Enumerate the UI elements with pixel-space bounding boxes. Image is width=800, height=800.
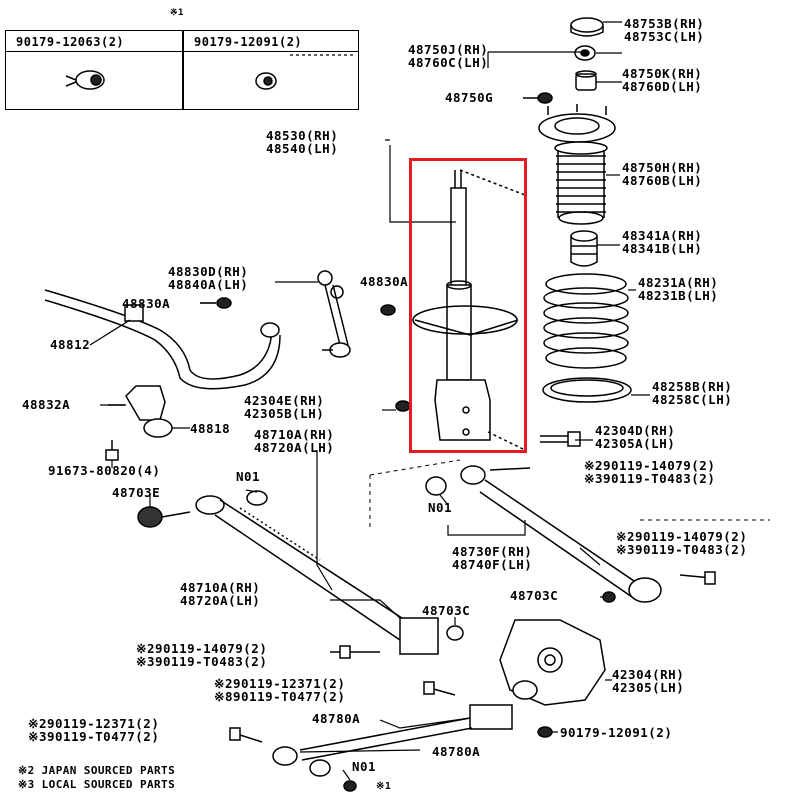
parts-table: 90179-12063(2) 90179-12091(2) [5,30,359,110]
strut-mount [538,104,616,143]
shock-absorber [412,169,526,451]
table-col2: 90179-12091(2) [194,35,303,49]
spring-insulator [542,377,632,403]
lower-arm-48730f [425,465,662,603]
part-label-90119-12371-b[interactable]: ※290119-12371(2)※390119-T0477(2) [28,716,160,744]
part-label-48703c-left[interactable]: 48703C [510,588,559,603]
bolt-42304e [395,400,411,412]
part-label-n01-a[interactable]: N01 [236,469,261,484]
part-label-48818[interactable]: 48818 [190,421,231,436]
part-label-48830d[interactable]: 48830D(RH)48840A(LH) [168,264,249,292]
stabilizer-bar [44,289,281,390]
part-label-48832a[interactable]: 48832A [22,397,71,412]
nut-48750j [574,45,596,61]
part-label-48341a[interactable]: 48341A(RH)48341B(LH) [622,228,703,256]
part-label-48830a-left[interactable]: 48830A [122,296,171,311]
part-label-mark1: ※1 [376,781,392,792]
part-label-90119-14079-b[interactable]: ※290119-14079(2)※390119-T0483(2) [616,529,748,557]
part-label-90179-12091[interactable]: 90179-12091(2) [560,725,673,740]
part-label-48530[interactable]: 48530(RH)48540(LH) [266,128,339,156]
nut-icon [255,72,277,90]
part-label-42304[interactable]: 42304(RH)42305(LH) [612,667,685,695]
part-label-48750h[interactable]: 48750H(RH)48760B(LH) [622,160,703,188]
part-label-48730f[interactable]: 48730F(RH)48740F(LH) [452,544,533,572]
part-label-48258b[interactable]: 48258B(RH)48258C(LH) [652,379,733,407]
part-label-48703e[interactable]: 48703E [112,485,161,500]
part-label-48750j[interactable]: 48750J(RH)48760C(LH) [408,42,489,70]
part-label-48750g[interactable]: 48750G [445,90,494,105]
bolts-lower [229,571,716,743]
strut-highlight-box [409,158,527,453]
part-label-48780a-right[interactable]: 48780A [432,744,481,759]
rear-axle-carrier [499,619,606,706]
part-label-48750k[interactable]: 48750K(RH)48760D(LH) [622,66,703,94]
part-label-48812[interactable]: 48812 [50,337,91,352]
upper-mount-cap [570,17,604,37]
bracket-48832a [105,385,173,461]
stabilizer-link [317,270,351,358]
table-divider [182,31,184,109]
part-label-42304d[interactable]: 42304D(RH)42305A(LH) [595,423,676,451]
part-label-48830a-right[interactable]: 48830A [360,274,409,289]
part-label-90119-14079-a[interactable]: ※290119-14079(2)※390119-T0483(2) [584,458,716,486]
coil-spring [543,273,629,369]
part-label-48231a[interactable]: 48231A(RH)48231B(LH) [638,275,719,303]
bushing-48703c [446,591,616,641]
dust-boot [554,141,608,225]
part-label-48703c-center[interactable]: 48703C [422,603,471,618]
part-label-48753b[interactable]: 48753B(RH)48753C(LH) [624,16,705,44]
part-label-n01-c[interactable]: N01 [352,759,377,774]
part-label-91673[interactable]: 91673-80820(4) [48,463,161,478]
bushing-n01-a [246,490,268,506]
part-label-90119-14079-c[interactable]: ※290119-14079(2)※390119-T0483(2) [136,641,268,669]
table-note-mark: ※1 [170,8,184,18]
spacer-48750k [575,70,597,91]
part-label-n01-b[interactable]: N01 [428,500,453,515]
footnote-japan: ※2 JAPAN SOURCED PARTS [18,764,176,777]
nut-48750g [523,92,553,104]
footnote-local: ※3 LOCAL SOURCED PARTS [18,778,176,791]
bolt-42304d [540,431,581,447]
part-label-48710a-top[interactable]: 48710A(RH)48720A(LH) [254,427,335,455]
bump-stopper [570,230,598,267]
part-label-48780a-top[interactable]: 48780A [312,711,361,726]
stabilizer-bushing [124,304,280,338]
part-label-42304e[interactable]: 42304E(RH)42305B(LH) [244,393,325,421]
table-col1: 90179-12063(2) [16,35,125,49]
part-label-90119-12371-a[interactable]: ※290119-12371(2)※890119-T0477(2) [214,676,346,704]
lower-arm-48780a [272,704,513,792]
bolt-icon [65,70,105,90]
bushing-48703e [137,506,191,528]
part-label-48710a-bottom[interactable]: 48710A(RH)48720A(LH) [180,580,261,608]
nut-48830a-right [380,304,396,316]
